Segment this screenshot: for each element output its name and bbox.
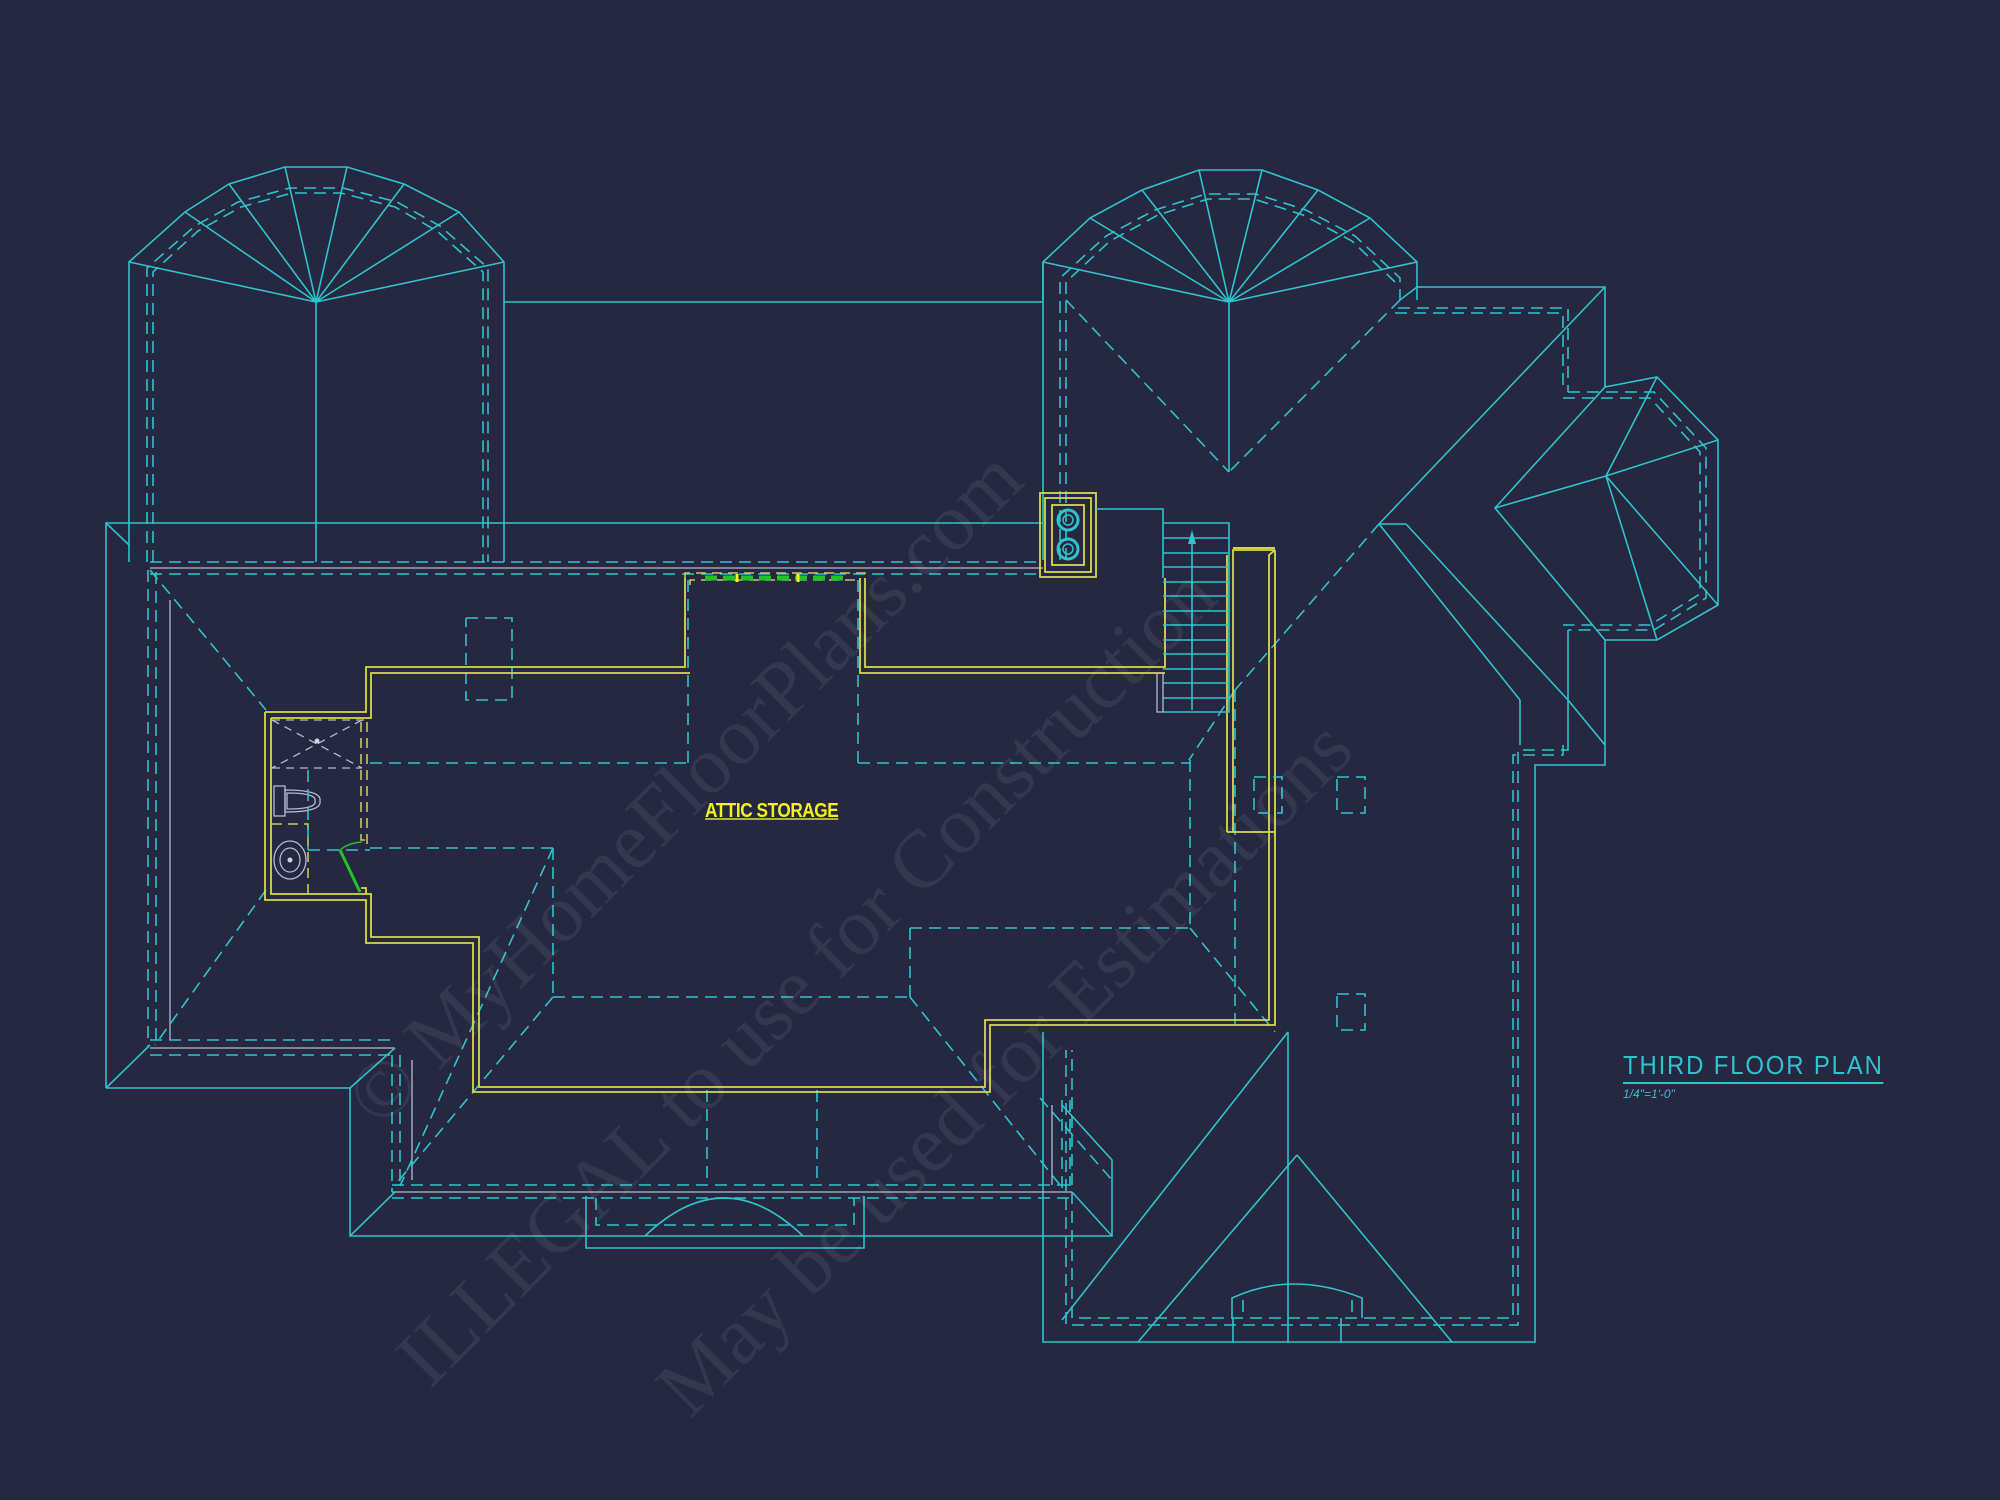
room-label-attic-storage: ATTIC STORAGE: [705, 800, 839, 822]
shower-drain-icon: [314, 738, 320, 744]
staircase: [1156, 522, 1230, 713]
center-turret-roof: [1042, 169, 1418, 560]
plan-scale: 1/4"=1'-0": [1623, 1087, 1675, 1101]
left-hip-roof: [105, 522, 1276, 1249]
door-swing: [338, 849, 362, 893]
plan-title-block: THIRD FLOOR PLAN 1/4"=1'-0": [1623, 1050, 1906, 1101]
plan-title: THIRD FLOOR PLAN: [1623, 1050, 1884, 1084]
skylight-left: [465, 617, 513, 701]
right-bay-roof: [1493, 376, 1719, 762]
right-wing-roof: [1042, 286, 1606, 1343]
chimney: [1039, 492, 1164, 578]
stair-up-arrow-icon: [1188, 530, 1196, 544]
toilet-icon: [273, 785, 321, 817]
attic-walls: [264, 547, 1276, 1093]
sink-icon: [273, 840, 307, 880]
left-turret-roof: [128, 166, 505, 562]
skylights-right: [1253, 776, 1366, 1031]
bathroom: [271, 719, 370, 895]
